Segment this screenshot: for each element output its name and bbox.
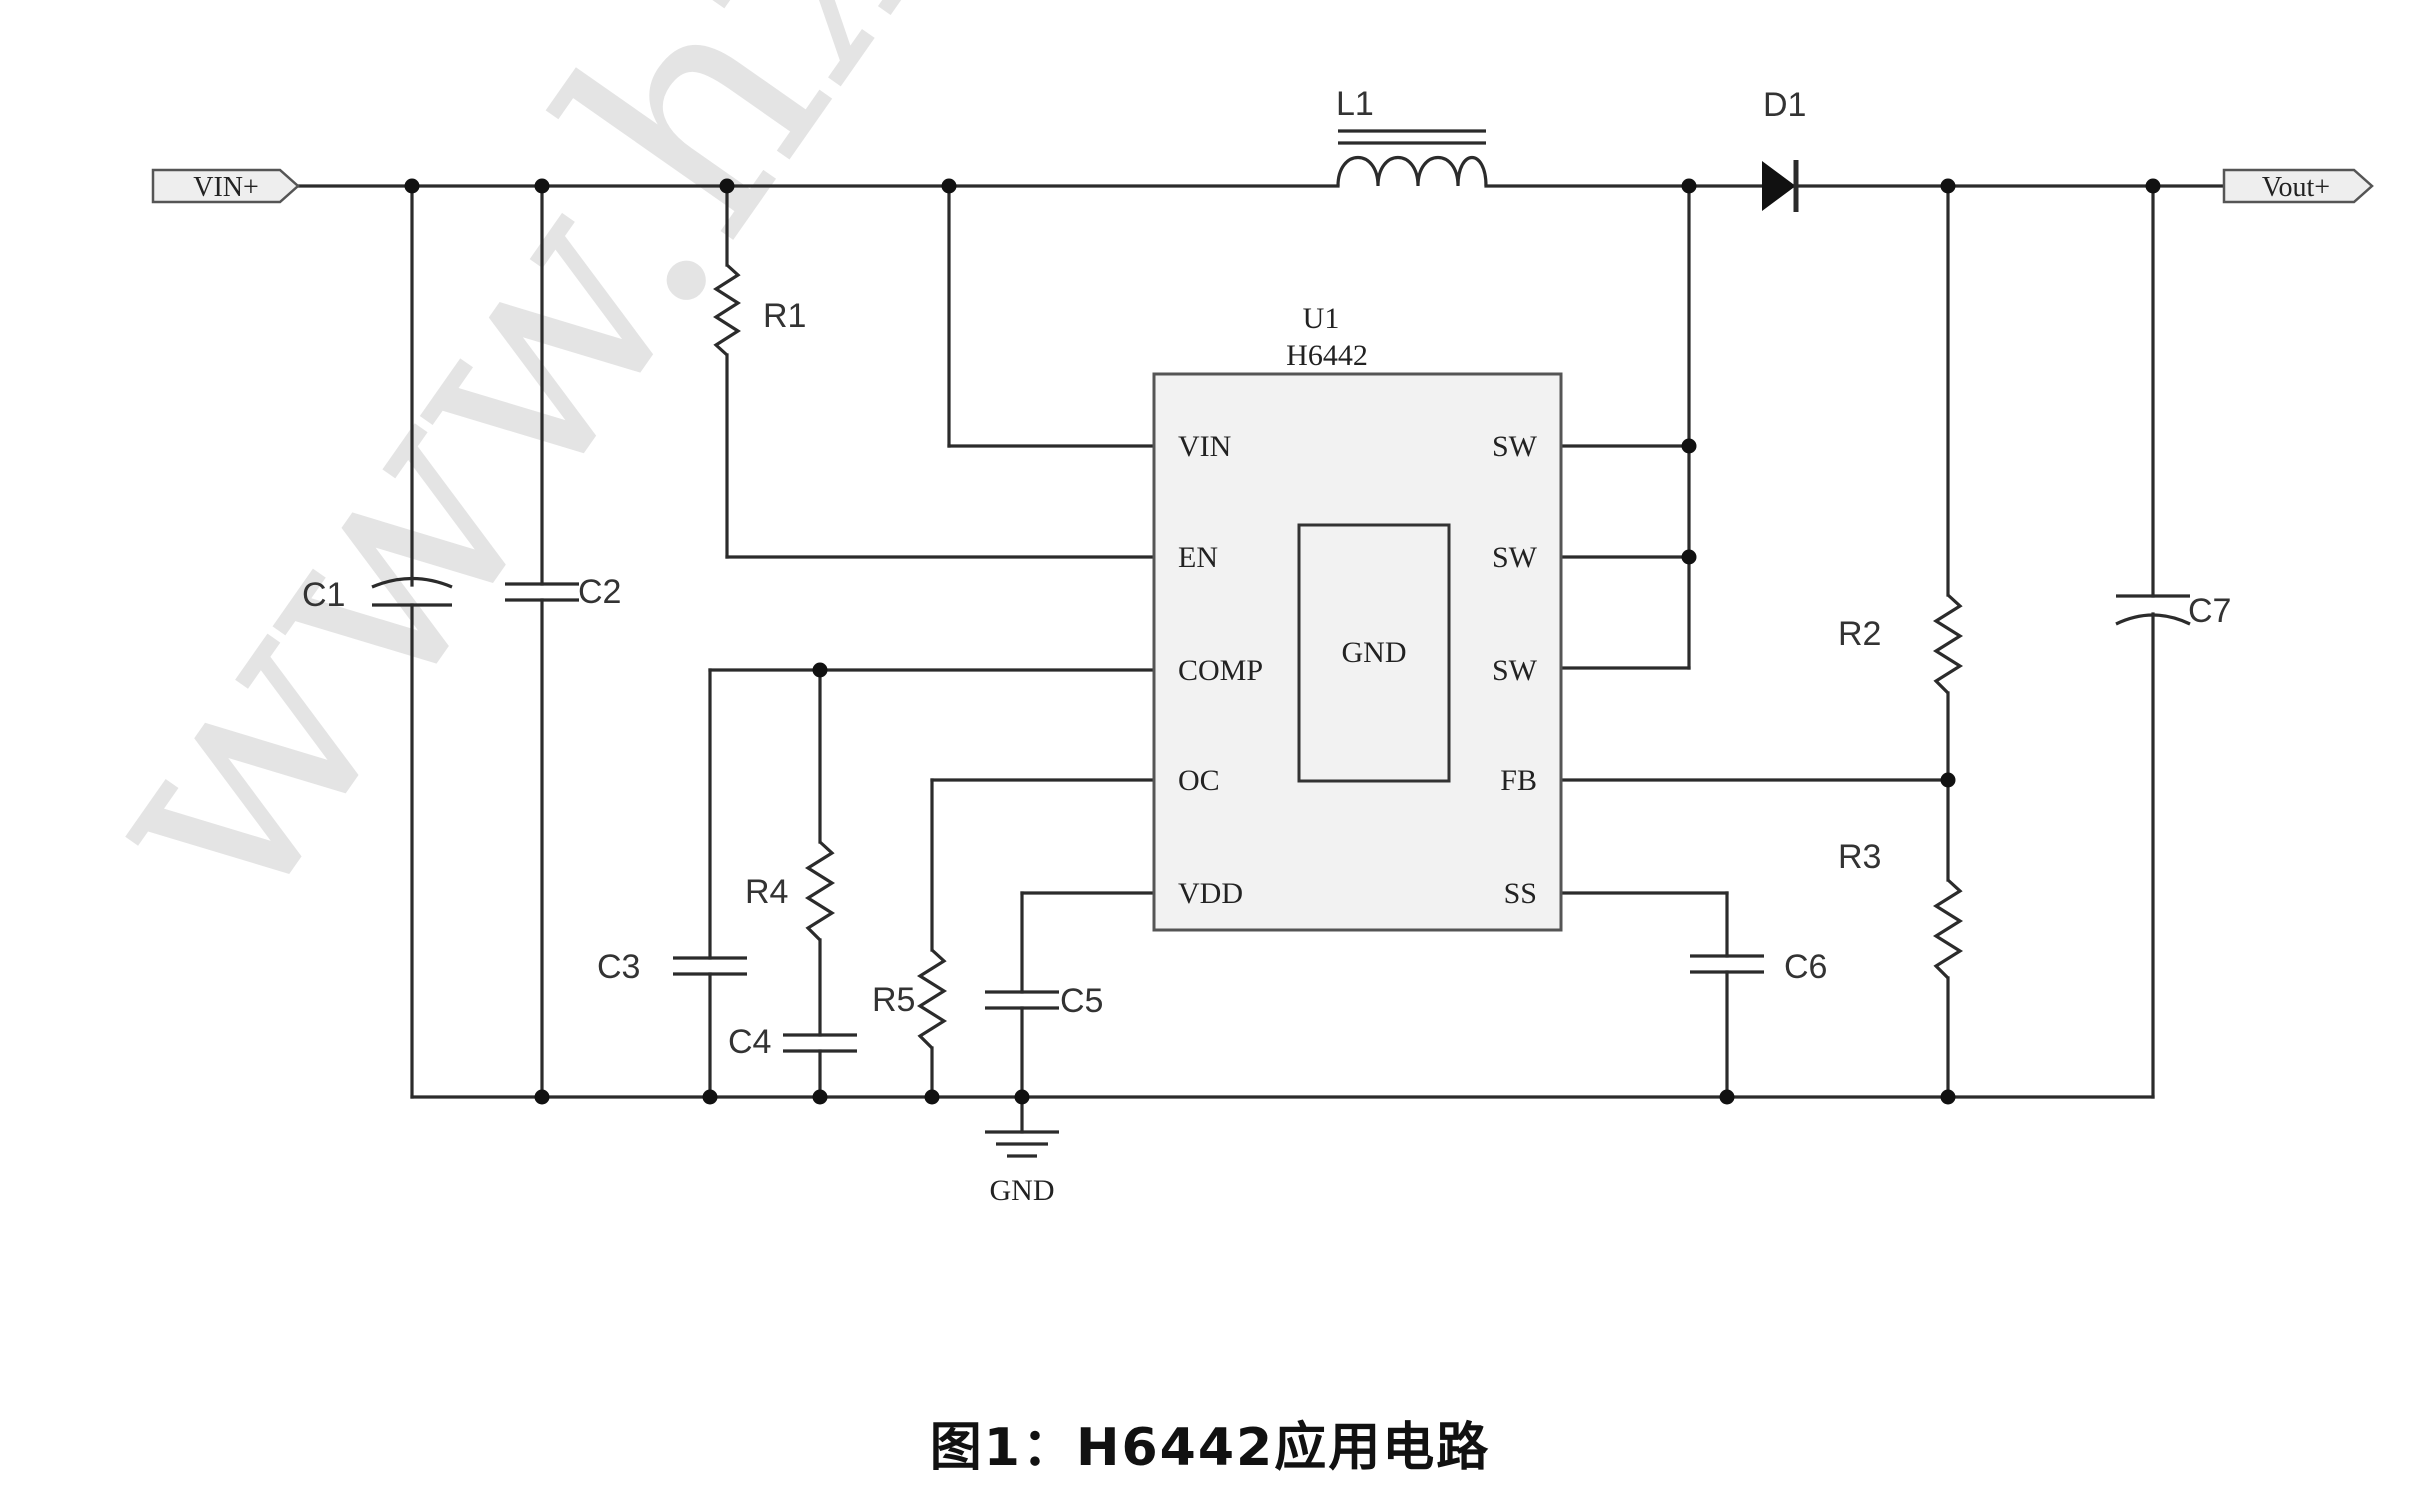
ground-label: GND	[990, 1174, 1055, 1207]
junction-dot	[1940, 772, 1956, 788]
caption-text: H6442应用电路	[1075, 1418, 1491, 1478]
junction-dot	[1940, 1089, 1956, 1105]
junction-dot	[719, 178, 735, 194]
vout-port[interactable]: Vout+	[2222, 168, 2374, 204]
capacitor-c5: C5	[985, 891, 1156, 1099]
capacitor-c1: C1	[302, 184, 453, 1099]
junction-dot	[924, 1089, 940, 1105]
pin-comp: COMP	[1178, 654, 1263, 687]
sw-net	[1559, 184, 1691, 670]
vin-port-label: VIN+	[193, 172, 259, 203]
junction-dot	[1681, 178, 1697, 194]
resistor-r4: R4	[745, 668, 836, 1037]
pin-oc: OC	[1178, 764, 1220, 797]
capacitor-c6: C6	[1559, 891, 1827, 1099]
junction-dot	[1719, 1089, 1735, 1105]
watermark: www.hx	[22, 0, 992, 971]
c6-label: C6	[1784, 948, 1827, 986]
d1-label: D1	[1763, 86, 1806, 124]
circuit-schematic: www.hx VIN+ Vout+ C1 C2 R1	[22, 0, 2374, 1207]
junction-dot	[534, 178, 550, 194]
vout-port-label: Vout+	[2262, 172, 2330, 203]
vin-net	[947, 184, 1156, 448]
c4-label: C4	[728, 1023, 771, 1061]
chip-pad-label: GND	[1342, 636, 1407, 669]
capacitor-c7: C7	[2115, 184, 2231, 1099]
watermark-text: www.hx	[22, 0, 992, 971]
capacitor-c3: C3	[597, 668, 747, 1099]
capacitor-c2: C2	[505, 184, 621, 1099]
inductor-l1: L1	[1336, 85, 1488, 187]
resistor-r1: R1	[713, 184, 1156, 559]
junction-dot	[812, 1089, 828, 1105]
c1-label: C1	[302, 576, 345, 614]
junction-dot	[1014, 1089, 1030, 1105]
pin-sw-3: SW	[1492, 654, 1538, 687]
l1-label: L1	[1336, 85, 1374, 123]
figure-caption: 图1：H6442应用电路	[0, 1405, 2420, 1480]
diode-d1: D1	[1762, 86, 1806, 212]
pin-vin: VIN	[1178, 430, 1231, 463]
resistor-r3: R3	[1838, 838, 1964, 1099]
pin-sw-2: SW	[1492, 541, 1538, 574]
resistor-r2: R2	[1838, 184, 1964, 882]
junction-dot	[702, 1089, 718, 1105]
caption-prefix: 图1：	[929, 1418, 1076, 1478]
chip-designator: U1	[1303, 302, 1340, 335]
r4-label: R4	[745, 873, 788, 911]
junction-dot	[1681, 438, 1697, 454]
junction-dot	[404, 178, 420, 194]
c5-label: C5	[1060, 982, 1103, 1020]
r1-label: R1	[763, 297, 806, 335]
pin-fb: FB	[1500, 764, 1537, 797]
vin-port[interactable]: VIN+	[151, 168, 300, 204]
pin-ss: SS	[1504, 877, 1537, 910]
junction-dot	[2145, 178, 2161, 194]
c2-label: C2	[578, 573, 621, 611]
junction-dot	[812, 662, 828, 678]
c3-label: C3	[597, 948, 640, 986]
pin-sw-1: SW	[1492, 430, 1538, 463]
capacitor-c4: C4	[728, 1023, 857, 1099]
r5-label: R5	[872, 981, 915, 1019]
pin-en: EN	[1178, 541, 1218, 574]
r3-label: R3	[1838, 838, 1881, 876]
r2-label: R2	[1838, 615, 1881, 653]
chip-u1: U1 H6442 GND VIN EN COMP OC VDD SW SW SW…	[1152, 302, 1563, 932]
ground-symbol: GND	[985, 1095, 1059, 1207]
junction-dot	[534, 1089, 550, 1105]
resistor-r5: R5	[872, 778, 1156, 1099]
pin-vdd: VDD	[1178, 877, 1243, 910]
junction-dot	[1940, 178, 1956, 194]
junction-dots	[404, 178, 2161, 1105]
chip-part-number: H6442	[1286, 339, 1368, 372]
c7-label: C7	[2188, 592, 2231, 630]
junction-dot	[941, 178, 957, 194]
junction-dot	[1681, 549, 1697, 565]
